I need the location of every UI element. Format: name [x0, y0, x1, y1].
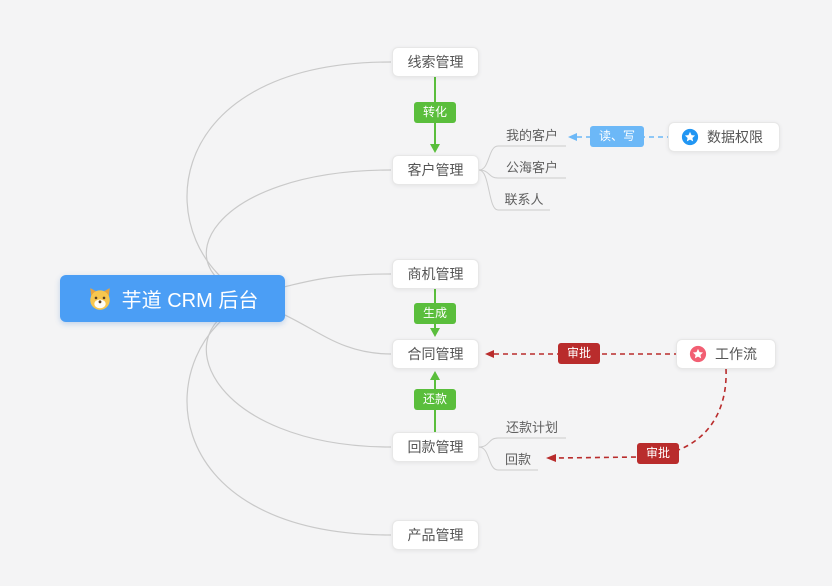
- node-receivable-management[interactable]: 回款管理: [392, 432, 479, 462]
- node-label: 回款管理: [407, 439, 464, 455]
- arrowhead-convert-down: [430, 144, 440, 153]
- arrowhead-approve-payment-left: [546, 454, 556, 462]
- subitem-public-customers[interactable]: 公海客户: [498, 160, 566, 176]
- green-arrowheads: [430, 144, 440, 380]
- arrowhead-generate-down: [430, 328, 440, 337]
- subitem-my-customers[interactable]: 我的客户: [498, 128, 566, 144]
- shiba-dog-icon: [87, 286, 113, 312]
- subitem-label: 回款: [504, 452, 531, 467]
- node-label: 客户管理: [407, 162, 464, 178]
- node-business-management[interactable]: 商机管理: [392, 259, 479, 289]
- node-label: 合同管理: [407, 346, 464, 362]
- edge-receivable-payment: [478, 446, 538, 471]
- node-data-permission[interactable]: 数据权限: [668, 122, 780, 152]
- node-label: 产品管理: [407, 527, 464, 543]
- arrowhead-read-write-left: [568, 133, 577, 141]
- star-badge-blue-icon: [681, 128, 699, 146]
- subitem-contacts[interactable]: 联系人: [498, 192, 550, 208]
- edge-root-product: [186, 300, 392, 536]
- node-label: 数据权限: [707, 129, 763, 145]
- edge-root-lead: [186, 61, 392, 298]
- edge-label-convert[interactable]: 转化: [414, 102, 457, 123]
- root-node-crm-backend[interactable]: 芋道 CRM 后台: [60, 275, 285, 322]
- root-label: 芋道 CRM 后台: [121, 290, 259, 312]
- subitem-label: 联系人: [504, 192, 544, 207]
- arrowhead-approve-contract-left: [485, 350, 494, 358]
- node-label: 线索管理: [407, 54, 464, 70]
- subitem-label: 公海客户: [505, 160, 558, 175]
- node-lead-management[interactable]: 线索管理: [392, 47, 479, 77]
- edge-receivable-plan: [478, 437, 566, 448]
- node-workflow[interactable]: 工作流: [676, 339, 776, 369]
- edge-label-repay[interactable]: 还款: [414, 389, 457, 410]
- edge-label-read-write[interactable]: 读、写: [590, 126, 645, 147]
- edge-customer-contact: [478, 169, 550, 211]
- node-label: 工作流: [715, 346, 757, 362]
- star-badge-red-icon: [689, 345, 707, 363]
- node-label: 商机管理: [407, 266, 464, 282]
- edge-label-approve-payment[interactable]: 审批: [637, 443, 680, 464]
- subitem-label: 我的客户: [505, 128, 558, 143]
- arrowhead-repay-up: [430, 371, 440, 380]
- sub-item-connectors: [478, 145, 566, 471]
- edge-customer-public: [478, 169, 566, 179]
- edge-label-generate[interactable]: 生成: [414, 303, 457, 324]
- edge-root-receivable: [205, 301, 392, 448]
- subitem-repayment-plan[interactable]: 还款计划: [498, 420, 566, 436]
- edge-customer-my: [478, 145, 566, 171]
- node-product-management[interactable]: 产品管理: [392, 520, 479, 550]
- edge-label-approve-contract[interactable]: 审批: [558, 343, 601, 364]
- subitem-label: 还款计划: [505, 420, 558, 435]
- subitem-payment[interactable]: 回款: [498, 452, 538, 468]
- node-contract-management[interactable]: 合同管理: [392, 339, 479, 369]
- node-customer-management[interactable]: 客户管理: [392, 155, 479, 185]
